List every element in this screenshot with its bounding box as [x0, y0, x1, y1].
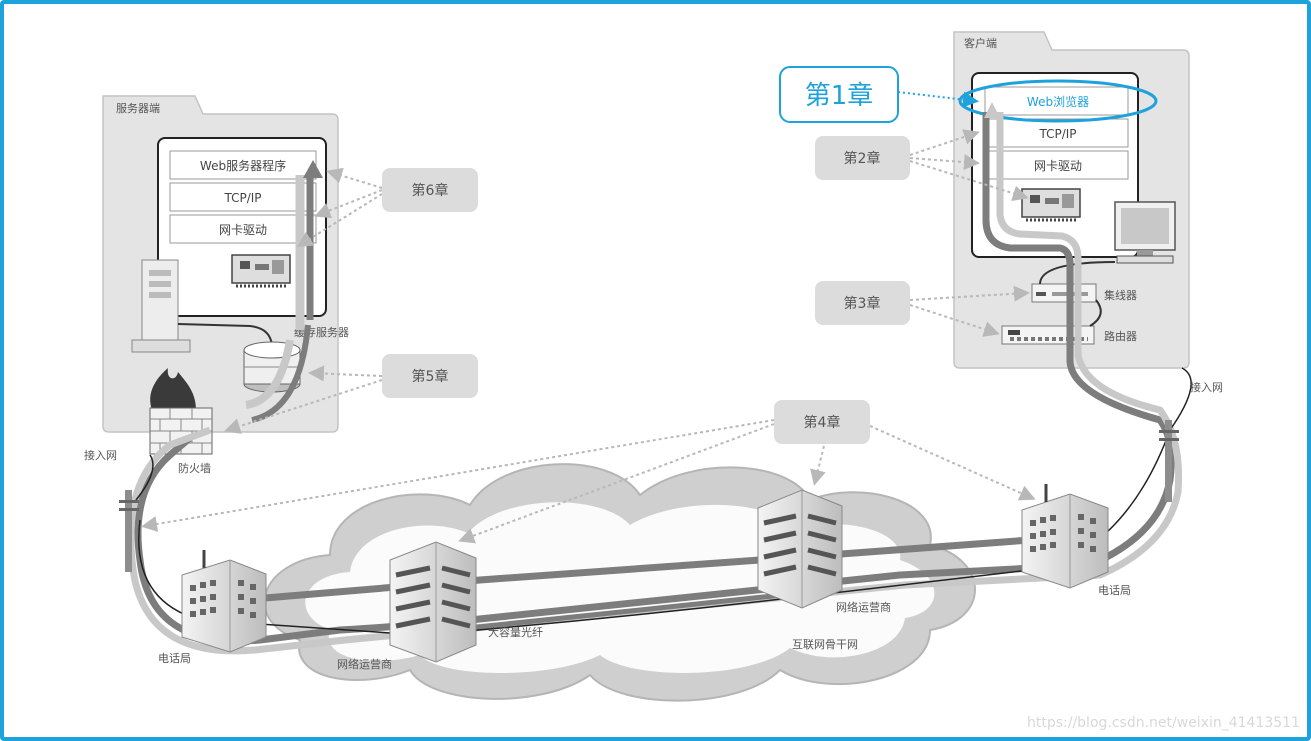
server-nic-card [231, 254, 291, 288]
chapter-pointer-lines [141, 129, 1036, 544]
chapter-3-label: 第3章 [844, 295, 881, 312]
router-label: 路由器 [1104, 329, 1137, 343]
firewall-label: 防火墙 [178, 461, 211, 475]
phone-office-right-icon [1021, 484, 1109, 589]
isp-right-icon [757, 489, 843, 609]
isp-left-label: 网络运营商 [337, 657, 392, 671]
chapter-6-label: 第6章 [412, 182, 449, 199]
server-layer-nic-driver: 网卡驱动 [219, 223, 267, 237]
phone-office-right-label: 电话局 [1098, 584, 1131, 597]
hub-label: 集线器 [1104, 288, 1137, 302]
utility-pole-left [119, 490, 139, 572]
server-tower-icon [131, 259, 191, 353]
server-layer-tcpip: TCP/IP [223, 191, 261, 205]
web-browser-highlight [958, 79, 1158, 123]
client-nic-card [1021, 188, 1081, 222]
phone-office-left-icon [181, 550, 267, 653]
client-layer-tcpip: TCP/IP [1038, 127, 1076, 141]
chapter-2-label: 第2章 [844, 150, 881, 167]
chapter-3-bubble: 第3章 [815, 281, 910, 325]
backbone-label: 互联网骨干网 [792, 638, 858, 651]
client-title: 客户端 [964, 36, 997, 50]
client-panel: 客户端 Web浏览器 TCP/IP 网卡驱动 集线 [953, 31, 1190, 369]
chapter-5-bubble: 第5章 [382, 354, 478, 398]
utility-pole-right [1159, 420, 1179, 502]
chapter-5-label: 第5章 [412, 368, 449, 385]
phone-office-left-label: 电话局 [158, 652, 191, 665]
server-layer-web: Web服务器程序 [200, 158, 286, 173]
server-title: 服务器端 [116, 102, 160, 115]
chapter-2-bubble: 第2章 [815, 136, 910, 180]
fiber-label: 大容量光纤 [488, 625, 543, 639]
chapter-1-bubble: 第1章 [779, 66, 899, 123]
isp-right-label: 网络运营商 [836, 600, 891, 614]
server-access-label: 接入网 [84, 449, 117, 462]
chapter-4-bubble: 第4章 [774, 400, 870, 444]
isp-left-icon [389, 541, 477, 663]
client-layer-nic-driver: 网卡驱动 [1034, 159, 1082, 173]
client-access-label: 接入网 [1190, 381, 1223, 394]
chapter-1-label: 第1章 [805, 81, 874, 111]
watermark: https://blog.csdn.net/weixin_41413511 [1027, 715, 1300, 731]
hub-icon [1031, 283, 1097, 303]
server-panel: 服务器端 Web服务器程序 TCP/IP 网卡驱动 [102, 95, 349, 475]
chapter-4-label: 第4章 [804, 414, 841, 431]
client-layer-web-browser: Web浏览器 [1027, 94, 1089, 109]
monitor-icon [1114, 201, 1176, 264]
chapter-6-bubble: 第6章 [382, 168, 478, 212]
